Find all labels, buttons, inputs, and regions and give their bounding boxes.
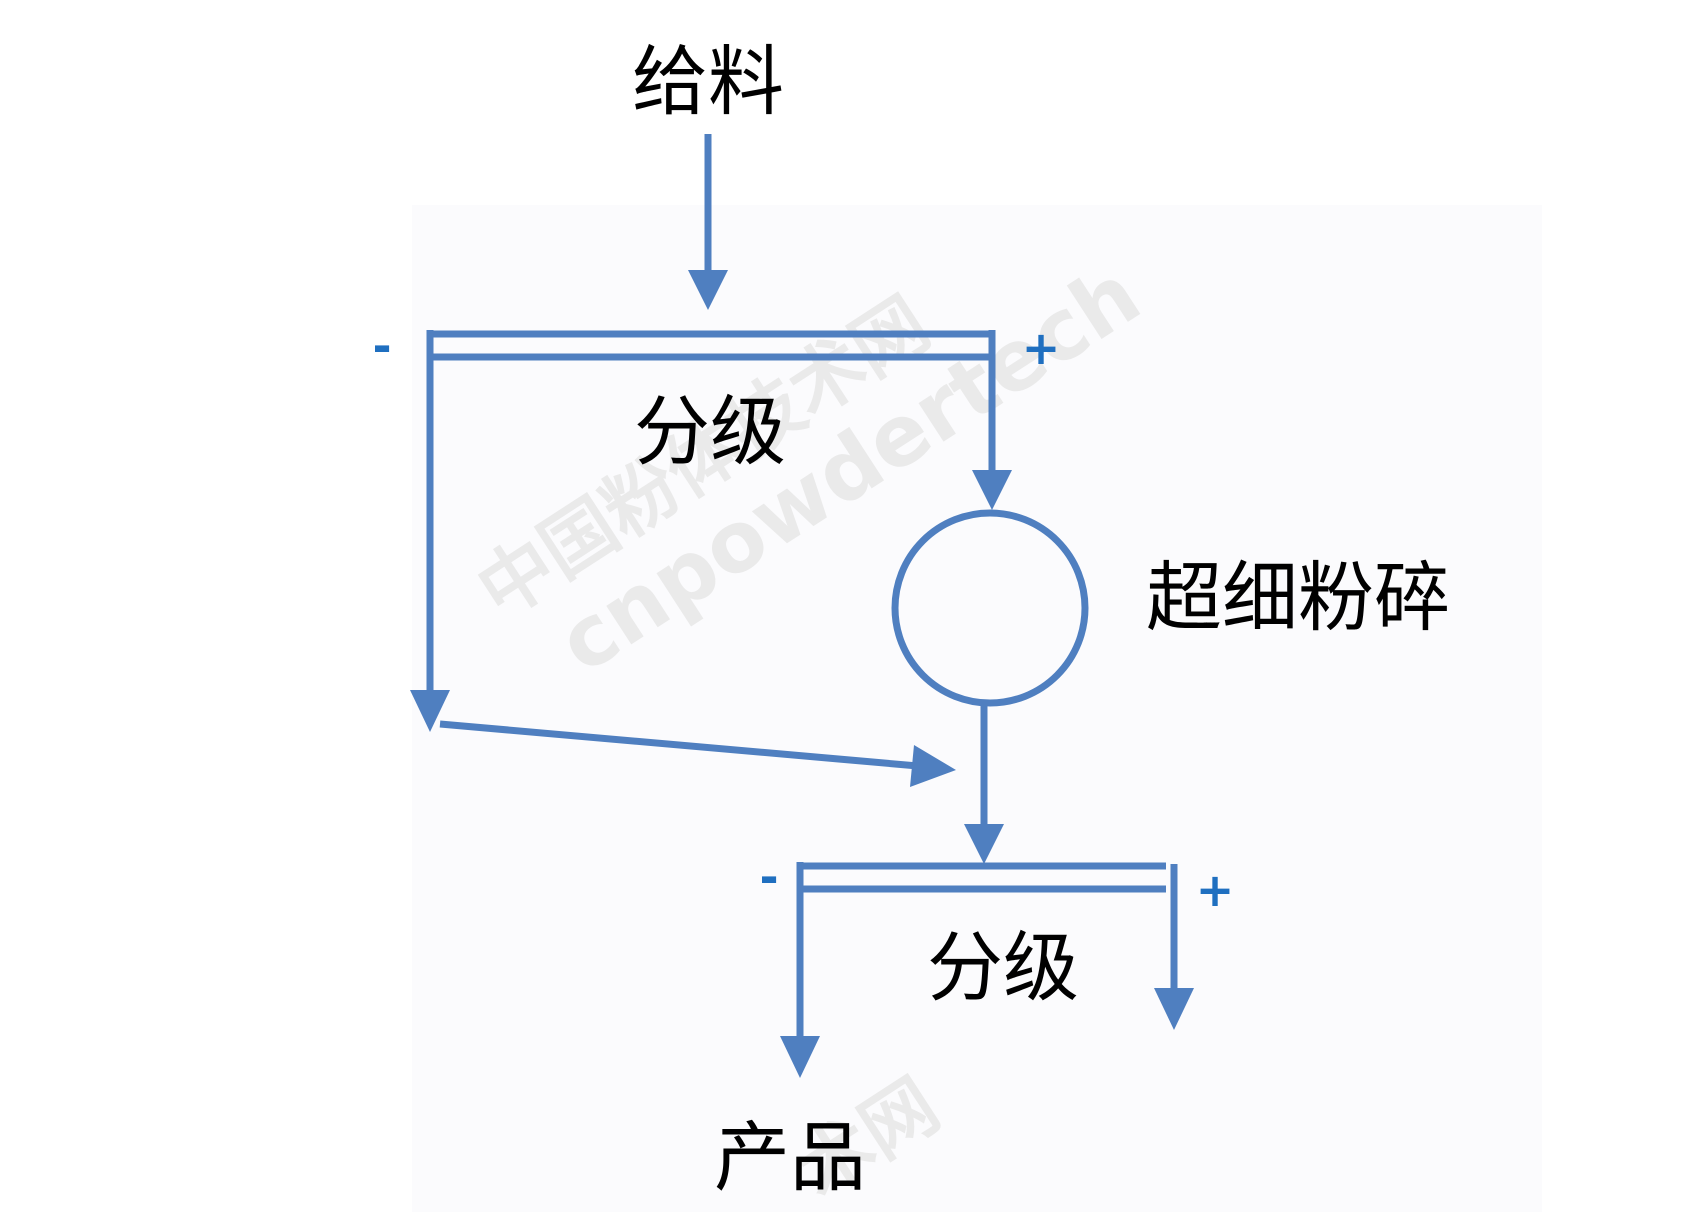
top-plus-sign: + [1022,321,1061,375]
watermark: 中国粉体技术网 cnpowdertech [463,245,1157,692]
top-classifier [426,330,996,361]
grinder-circle [891,509,1089,707]
bottom-classifier [796,862,1166,893]
top-coarse-arrow-head [972,470,1012,510]
top-minus-sign: - [372,319,391,373]
bypass-line [439,720,919,770]
top-fines-arrow-head [410,690,450,732]
bottom-fines-arrow-head [780,1036,820,1078]
grinder-output-arrow-head [964,824,1004,864]
feed-label: 给料 [632,37,784,126]
feed-arrow-head [688,270,728,310]
top-classify-label: 分级 [634,387,786,476]
product-label: 产品 [714,1113,866,1202]
bottom-coarse-arrow-head [1154,988,1194,1030]
grinding-label: 超细粉碎 [1146,553,1450,642]
bypass-arrow-head [910,745,956,787]
background-panel [412,205,1542,1212]
bottom-minus-sign: - [759,850,778,904]
bottom-plus-sign: + [1196,863,1235,917]
bottom-classify-label: 分级 [927,923,1079,1012]
